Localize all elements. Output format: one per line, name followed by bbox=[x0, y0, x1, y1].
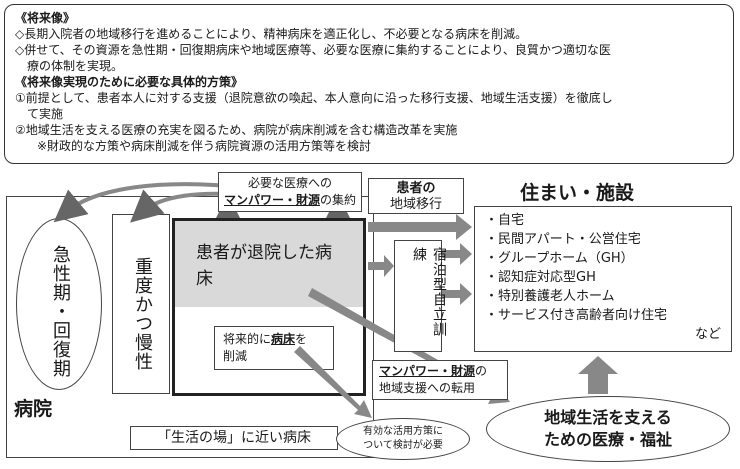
manpower-concentration-box: 必要な医療への マンパワー・財源の集約 bbox=[218, 172, 362, 212]
reduce-line-2: 削減 bbox=[223, 349, 248, 363]
vision-heading: 《将来像》 bbox=[15, 11, 76, 25]
vision-line-1: ◇長期入院者の地域移行を進めることにより、精神病床を適正化し、不必要となる病床を… bbox=[15, 27, 528, 41]
housing-etc: など bbox=[694, 327, 721, 342]
manpower-top-bold: マンパワー・財源 bbox=[223, 193, 320, 207]
measures-line-1a: ①前提として、患者本人に対する支援（退院意欲の喚起、本人意向に沿った移行支援、地… bbox=[15, 91, 613, 105]
housing-item: ・自宅 bbox=[485, 213, 525, 228]
housing-item: ・特別養護老人ホーム bbox=[485, 289, 615, 304]
manpower-mid-line-2: 地域支援への転用 bbox=[379, 381, 476, 395]
severe-chronic-box: 重度かつ慢性 bbox=[112, 214, 170, 394]
arrow-support-to-housing bbox=[578, 356, 618, 394]
measures-line-2: ②地域生活を支える医療の充実を図るため、病院が病床削減を含む構造改革を実施 bbox=[15, 123, 458, 137]
support-line-1: 地域生活を支える bbox=[544, 408, 672, 427]
arrow-to-lodging bbox=[368, 255, 394, 277]
manpower-mid-bold: マンパワー・財源 bbox=[379, 364, 476, 378]
community-transition-box: 患者の 地域移行 bbox=[368, 178, 464, 214]
manpower-top-line-1: 必要な医療への bbox=[247, 176, 332, 190]
plan-line-1: 有効な活用方策に bbox=[363, 426, 443, 437]
transition-line-2: 地域移行 bbox=[389, 197, 442, 212]
reduce-bold: 病床 bbox=[271, 332, 296, 346]
measures-line-1b: て実施 bbox=[27, 107, 64, 121]
severe-chronic-label: 重度かつ慢性 bbox=[132, 257, 153, 371]
plan-line-2: ついて検討が必要 bbox=[363, 440, 443, 451]
housing-item: ・民間アパート・公営住宅 bbox=[485, 232, 641, 247]
housing-item: ・サービス付き高齢者向け住宅 bbox=[485, 308, 668, 323]
vision-line-2a: ◇併せて、その資源を急性期・回復期病床や地域医療等、必要な医療に集約することによ… bbox=[15, 43, 611, 57]
vision-line-2b: 療の体制を実現。 bbox=[27, 59, 124, 73]
lodging-training-box: 宿泊型自立訓練 bbox=[394, 240, 447, 352]
lodging-training-label: 宿泊型自立訓練 bbox=[411, 247, 447, 337]
reduce-line-1-end: を bbox=[295, 332, 308, 346]
manpower-diversion-box: マンパワー・財源の 地域支援への転用 bbox=[372, 360, 508, 400]
community-support-oval: 地域生活を支える ための医療・福祉 bbox=[486, 396, 730, 462]
support-line-2: ための医療・福祉 bbox=[543, 430, 672, 449]
housing-title: 住まい・施設 bbox=[520, 182, 635, 204]
housing-box: ・自宅 ・民間アパート・公営住宅 ・グループホーム（GH） ・認知症対応型GH … bbox=[474, 206, 732, 352]
discharged-beds-label: 患者が退院した病床 bbox=[196, 243, 332, 289]
housing-item: ・グループホーム（GH） bbox=[485, 251, 634, 266]
manpower-mid-end: の bbox=[475, 364, 488, 378]
acute-recovery-label: 急性期・回復期 bbox=[50, 245, 71, 378]
measures-note: ※財政的な方策や病床削減を伴う病院資源の活用方策等を検討 bbox=[37, 139, 372, 153]
plan-review-bubble: 有効な活用方策に ついて検討が必要 bbox=[336, 418, 470, 460]
vision-panel: 《将来像》 ◇長期入院者の地域移行を進めることにより、精神病床を適正化し、不必要… bbox=[4, 4, 734, 164]
transition-line-1: 患者の bbox=[396, 181, 436, 196]
arrow-lodging-to-housing-2 bbox=[442, 283, 472, 305]
diagonal-arrow-to-plan bbox=[294, 346, 372, 418]
manpower-top-end: の集約 bbox=[320, 193, 357, 207]
measures-heading: 《将来像実現のために必要な具体的方策》 bbox=[15, 75, 244, 89]
arrow-lodging-to-housing-1 bbox=[442, 243, 472, 265]
discharged-beds-shade bbox=[175, 221, 363, 307]
hospital-label: 病院 bbox=[14, 398, 53, 420]
life-like-beds-box: 「生活の場」に近い病床 bbox=[130, 426, 338, 450]
housing-item: ・認知症対応型GH bbox=[485, 270, 596, 285]
reduce-line-1: 将来的に bbox=[223, 332, 272, 346]
reduce-beds-box: 将来的に病床を 削減 bbox=[214, 326, 334, 370]
arrow-to-housing-top bbox=[368, 214, 472, 240]
